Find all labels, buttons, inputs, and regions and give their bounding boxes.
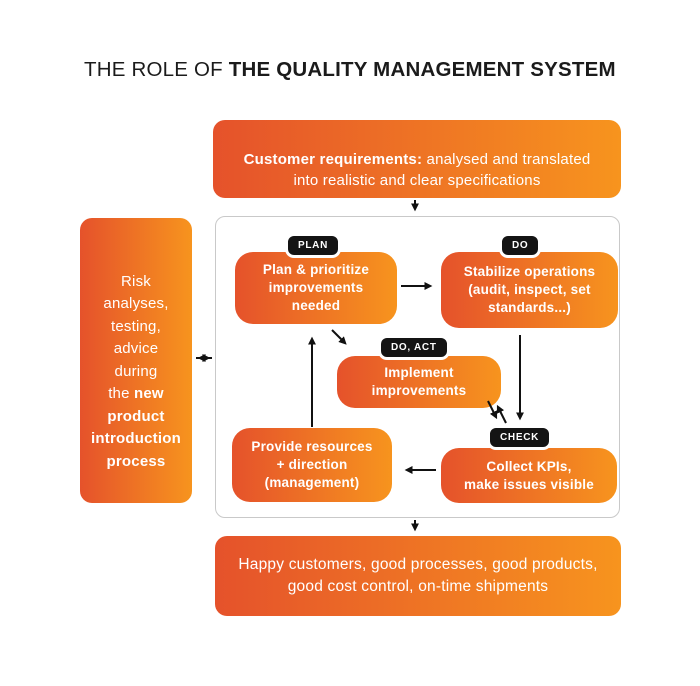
provide-resources-box: Provide resources + direction (managemen…	[232, 428, 392, 502]
do-box: Stabilize operations (audit, inspect, se…	[441, 252, 618, 328]
risk-analyses-bold: new product introduction process	[91, 385, 181, 470]
plan-box: Plan & prioritize improvements needed	[235, 252, 397, 324]
page-title-prefix: THE ROLE OF	[84, 58, 229, 81]
customer-requirements-text: Customer requirements: analysed and tran…	[244, 128, 591, 191]
provide-resources-text: Provide resources + direction (managemen…	[251, 439, 373, 490]
customer-requirements-rest: analysed and translated into realistic a…	[293, 150, 591, 189]
check-box: Collect KPIs, make issues visible	[441, 448, 617, 503]
outcomes-box: Happy customers, good processes, good pr…	[215, 536, 621, 616]
do-box-text: Stabilize operations (audit, inspect, se…	[463, 264, 596, 315]
risk-analyses-box: Risk analyses, testing, advice during th…	[80, 218, 192, 503]
customer-requirements-bold: Customer requirements:	[243, 150, 423, 168]
plan-tag: PLAN	[285, 233, 342, 258]
do-act-box-text: Implement improvements	[371, 365, 467, 398]
plan-box-text: Plan & prioritize improvements needed	[262, 262, 370, 313]
page-title: THE ROLE OF THE QUALITY MANAGEMENT SYSTE…	[84, 58, 616, 82]
do-act-tag: DO, ACT	[378, 335, 450, 360]
check-tag: CHECK	[487, 425, 553, 450]
risk-analyses-regular: Risk analyses, testing, advice during th…	[103, 272, 169, 403]
do-act-box: Implement improvements	[337, 356, 501, 408]
check-box-text: Collect KPIs, make issues visible	[464, 458, 594, 492]
outcomes-text: Happy customers, good processes, good pr…	[238, 556, 598, 595]
customer-requirements-box: Customer requirements: analysed and tran…	[213, 120, 621, 198]
do-tag: DO	[499, 233, 542, 258]
page-title-emphasis: THE QUALITY MANAGEMENT SYSTEM	[228, 58, 616, 81]
risk-analyses-text: Risk analyses, testing, advice during th…	[91, 248, 181, 473]
